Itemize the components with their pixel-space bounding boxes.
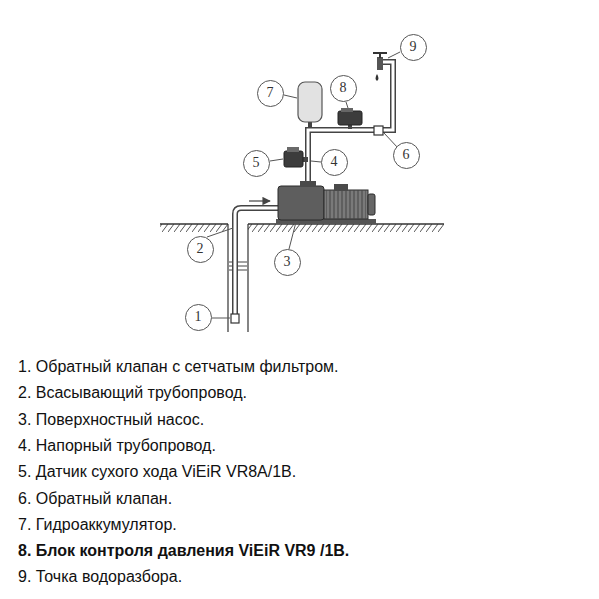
- legend-line: 7. Гидроаккумулятор.: [18, 515, 177, 534]
- pressure-switch: [338, 111, 362, 125]
- callout-number: 1: [195, 310, 202, 324]
- water-drop: [376, 74, 379, 81]
- callout-circle: 4: [321, 149, 348, 176]
- ground-line: [160, 223, 228, 225]
- callout-circle: 9: [400, 34, 427, 61]
- callout-circle: 8: [330, 75, 357, 102]
- callout-circle: 3: [274, 249, 301, 276]
- pressure-pipe: [308, 62, 393, 188]
- callout-circle: 6: [393, 142, 420, 169]
- leader-line: [207, 52, 400, 318]
- legend-line: 6. Обратный клапан.: [18, 489, 172, 508]
- legend-line: 4. Напорный трубопровод.: [18, 436, 216, 455]
- pressure-switch: [341, 108, 353, 112]
- callout-number: 3: [284, 255, 291, 269]
- callout-circle: 2: [187, 236, 214, 263]
- dry-run-sensor: [284, 151, 303, 167]
- flow-arrow: [249, 200, 270, 201]
- callout-number: 6: [403, 148, 410, 162]
- pressure-tank: [298, 82, 322, 122]
- terminal-box: [334, 184, 348, 191]
- callout-number: 5: [253, 156, 260, 170]
- legend-line: 5. Датчик сухого хода ViEiR VR8A/1B.: [18, 462, 296, 481]
- ground-hatch: [248, 224, 444, 232]
- well-wall: [227, 224, 228, 332]
- callout-number: 7: [267, 86, 274, 100]
- water-tap: [377, 57, 383, 70]
- callout-number: 2: [197, 242, 204, 256]
- tap-handle: [379, 53, 381, 58]
- legend-line: 1. Обратный клапан с сетчатым фильтром.: [18, 357, 339, 376]
- ground-hatch: [160, 224, 228, 232]
- legend-line: 9. Точка водоразбора.: [18, 567, 182, 586]
- well-wall: [247, 224, 248, 332]
- callout-number: 9: [410, 40, 417, 54]
- check-valve: [374, 126, 383, 135]
- pump-housing: [278, 186, 324, 220]
- callout-number: 8: [340, 81, 347, 95]
- dry-run-sensor: [287, 147, 299, 152]
- callout-number: 4: [331, 155, 338, 169]
- motor-cap: [368, 194, 375, 215]
- tank-neck: [308, 122, 312, 128]
- pressure-pipe: [308, 62, 393, 188]
- legend-line: 3. Поверхностный насос.: [18, 410, 204, 429]
- callout-circle: 1: [185, 304, 212, 331]
- pump-outlet: [300, 181, 316, 187]
- foot-valve: [231, 314, 239, 323]
- pump-motor: [324, 190, 368, 219]
- legend-line: 8. Блок контроля давления ViEiR VR9 /1B.: [18, 541, 349, 560]
- callout-circle: 7: [257, 80, 284, 107]
- motor-fins: [326, 190, 366, 219]
- callout-circle: 5: [243, 150, 270, 177]
- legend-line: 2. Всасывающий трубопровод.: [18, 383, 247, 402]
